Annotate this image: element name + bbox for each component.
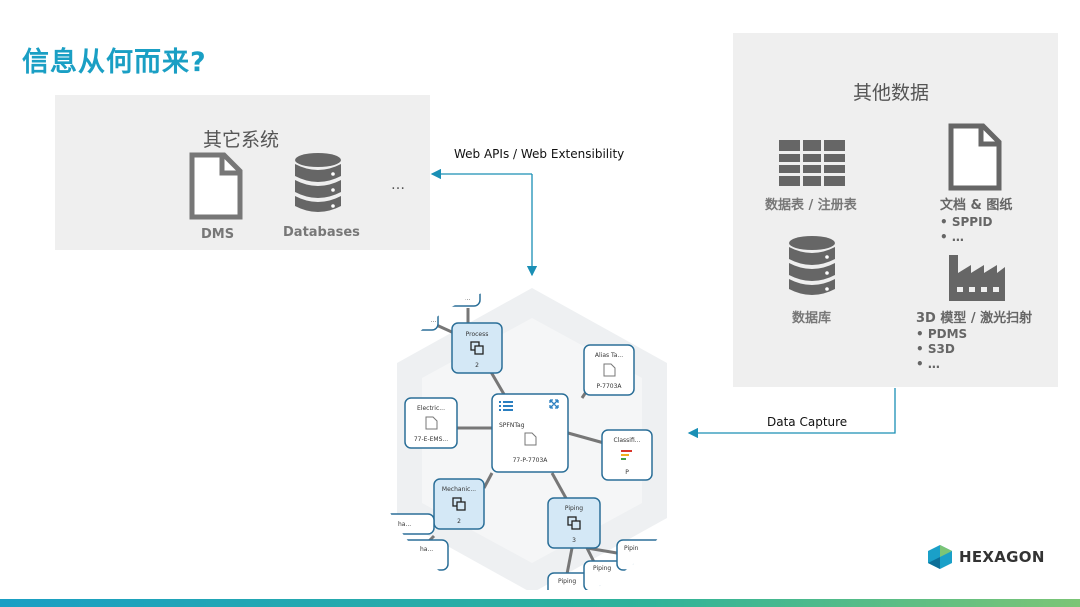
document-icon-small [524,432,537,446]
model-list: PDMS S3D … [916,327,967,372]
web-api-label: Web APIs / Web Extensibility [454,147,625,161]
page-title: 信息从何而来? [22,47,207,78]
center-type: SPFNTag [499,422,525,429]
graph-edge [586,546,618,555]
hexagon-logo: HEXAGON [926,544,1045,570]
expand-icon [549,399,559,409]
hexagon-logo-icon [928,545,952,569]
other-systems-title: 其它系统 [203,129,280,151]
group-icon [470,341,484,355]
piping-label: Piping [565,505,583,512]
alias-value: P-7703A [596,383,622,390]
process-label: Process [466,331,489,338]
partial-node [391,539,449,571]
database-icon-2 [789,236,835,295]
graph-edge [482,472,494,489]
group-icon [452,497,466,511]
document-icon-small [425,416,438,430]
process-count: 2 [475,362,479,369]
docs-item: … [940,230,993,245]
data-capture-arrow [687,388,896,439]
mechanical-count: 2 [457,518,461,525]
model-item: … [916,357,967,372]
partial-node [431,285,481,307]
electric-value: 77-E-EMS... [414,436,448,443]
classification-label: Classifi... [614,437,641,444]
graph-edge [565,547,574,575]
partial-node-label: Pipin [624,545,639,552]
group-icon [567,516,581,530]
document-icon [189,152,243,220]
more-systems-ellipsis: … [391,177,405,193]
other-data-title: 其他数据 [853,82,930,104]
model-scan-label: 3D 模型 / 激光扫射 [916,311,1033,326]
document-icon-small [603,363,616,377]
list-icon [499,401,513,411]
other-data-panel: 其他数据 数据表 / 注册表 文档 & 图纸 SPPID … 数据库 3D 模型… [733,33,1058,387]
other-systems-panel: 其它系统 DMS Databases … [55,95,430,250]
model-item: S3D [916,342,967,357]
partial-node-label: ha... [398,521,411,528]
dms-label: DMS [201,227,235,242]
partial-node [391,307,439,331]
relationship-graph: / /D-... D-... Process 2 Alias Ta... P-7… [381,285,668,590]
graph-edge [567,431,605,445]
model-item: PDMS [916,327,967,342]
electric-label: Electric... [417,405,445,412]
docs-drawings-label: 文档 & 图纸 [940,198,1013,213]
table-icon [779,140,845,186]
graph-edge [550,472,569,501]
classification-value: P [625,469,629,476]
partial-node-label: D-... [424,317,437,324]
table-registry-label: 数据表 / 注册表 [765,198,857,213]
database-icon [295,153,341,212]
partial-node-label: ha... [420,546,433,553]
partial-node-label: / /D-... [452,295,471,302]
databases-label: Databases [283,225,360,240]
docs-list: SPPID … [940,215,993,245]
hexagon-logo-text: HEXAGON [959,548,1045,566]
alias-label: Alias Ta... [595,352,623,359]
partial-node-label: Piping [593,565,611,572]
database-label: 数据库 [792,311,832,326]
classification-icon [621,450,632,460]
drawing-document-icon [948,123,1002,191]
factory-icon [949,255,1005,301]
piping-count: 3 [572,537,576,544]
center-value: 77-P-7703A [513,457,549,464]
docs-item: SPPID [940,215,993,230]
bottom-accent-bar [0,599,1080,607]
data-capture-label: Data Capture [767,415,848,429]
mechanical-label: Mechanic... [442,486,476,493]
partial-node-label: Piping [558,578,576,585]
